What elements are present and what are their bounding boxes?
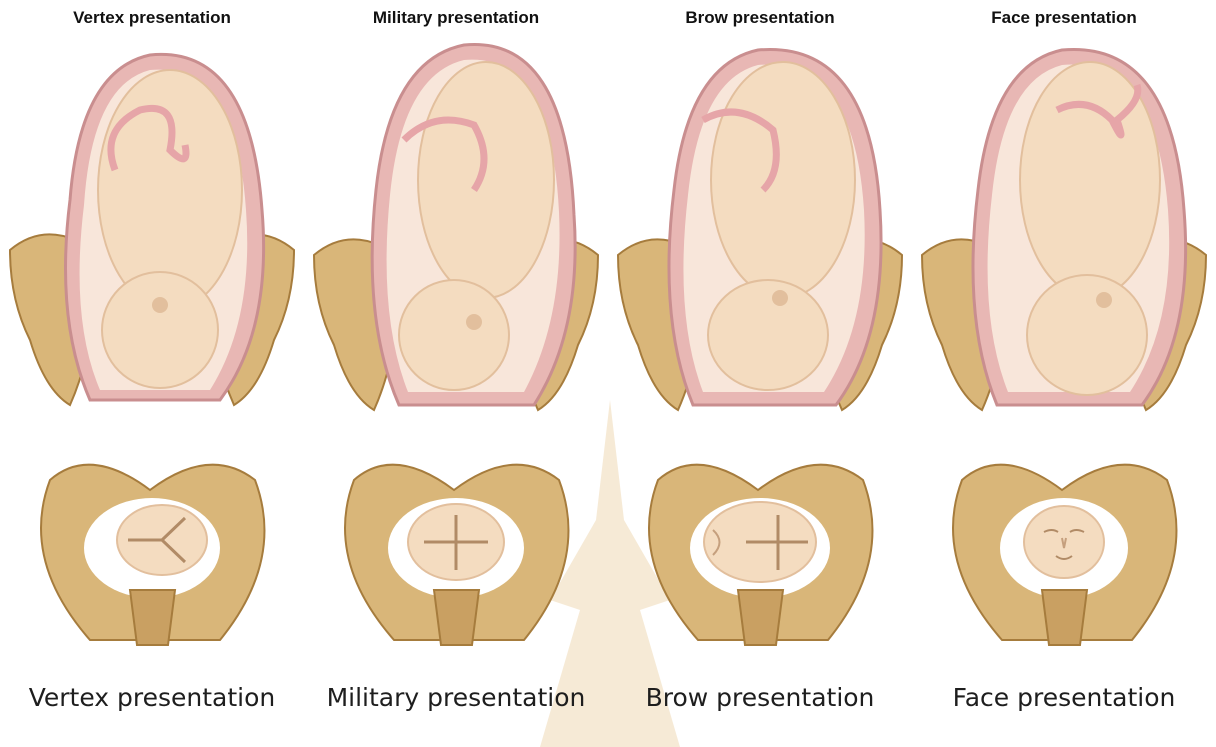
panel-vertex: Vertex presentation — [0, 0, 304, 747]
sacrum — [1042, 590, 1087, 645]
vertex-illustration — [0, 0, 304, 747]
panel-caption: Brow presentation — [608, 683, 912, 712]
fetal-body — [418, 62, 554, 298]
panel-caption: Face presentation — [912, 683, 1216, 712]
fetal-head-view — [1024, 506, 1104, 578]
fetal-head-view — [117, 505, 207, 575]
fetal-head-view — [408, 504, 504, 580]
sacrum — [738, 590, 783, 645]
face-illustration — [912, 0, 1216, 747]
fetal-ear — [466, 314, 482, 330]
fetal-ear — [152, 297, 168, 313]
panel-caption: Vertex presentation — [0, 683, 304, 712]
fetal-head — [399, 280, 509, 390]
sacrum — [130, 590, 175, 645]
panel-military: Military presentation — [304, 0, 608, 747]
brow-illustration — [608, 0, 912, 747]
panel-face: Face presentation — [912, 0, 1216, 747]
sacrum — [434, 590, 479, 645]
fetal-body — [711, 62, 855, 298]
fetal-ear — [1096, 292, 1112, 308]
panel-brow: Brow presentation — [608, 0, 912, 747]
fetal-head — [1027, 275, 1147, 395]
fetal-head — [708, 280, 828, 390]
fetus — [1020, 62, 1160, 395]
fetal-head-view — [704, 502, 816, 582]
panel-caption: Military presentation — [304, 683, 608, 712]
military-illustration — [304, 0, 608, 747]
fetal-head — [102, 272, 218, 388]
fetal-ear — [772, 290, 788, 306]
